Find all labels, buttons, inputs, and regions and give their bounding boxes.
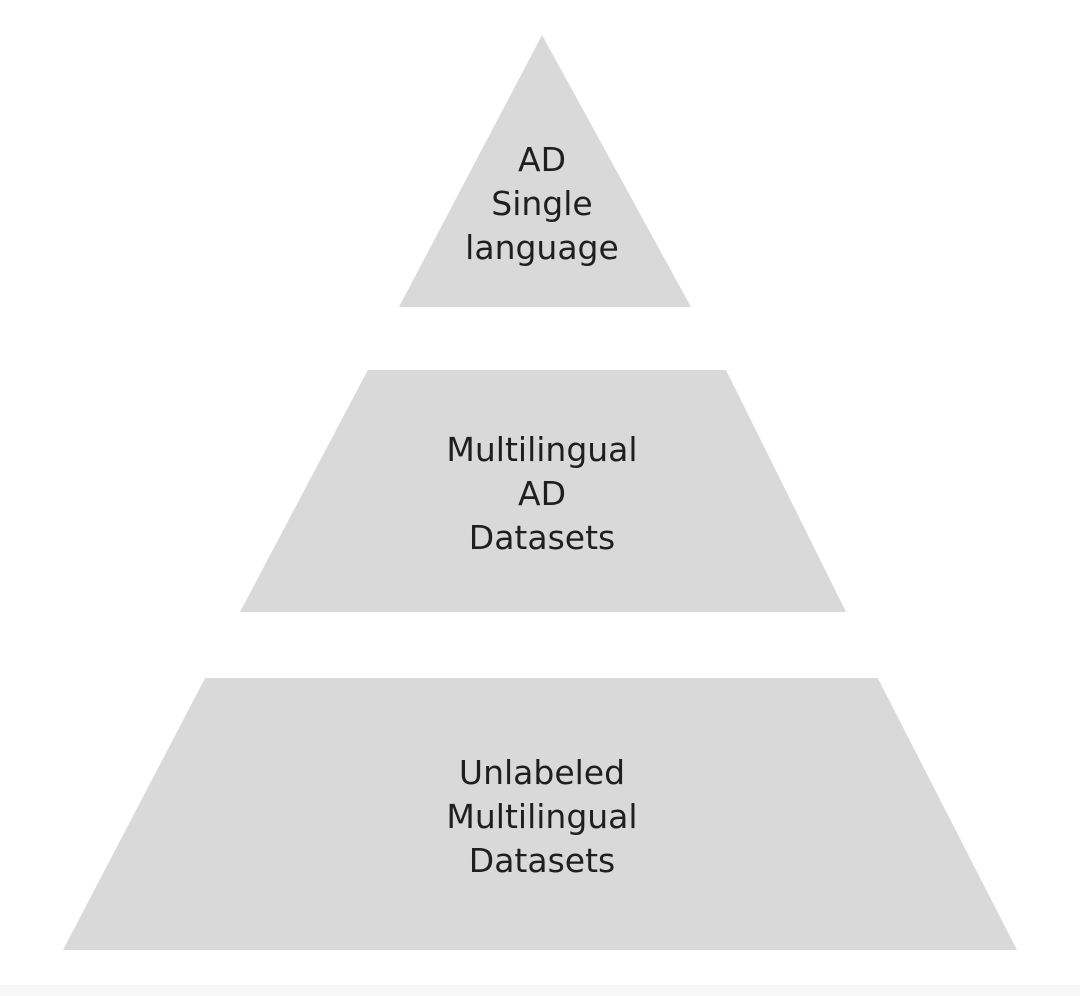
pyramid-tier-middle-label: Multilingual AD Datasets (446, 430, 638, 557)
bottom-edge-band (0, 985, 1080, 996)
pyramid-tier-bottom-label: Unlabeled Multilingual Datasets (446, 753, 638, 880)
pyramid-tier-bottom-shape (63, 678, 1017, 950)
pyramid-tier-top-label: AD Single language (465, 140, 619, 267)
